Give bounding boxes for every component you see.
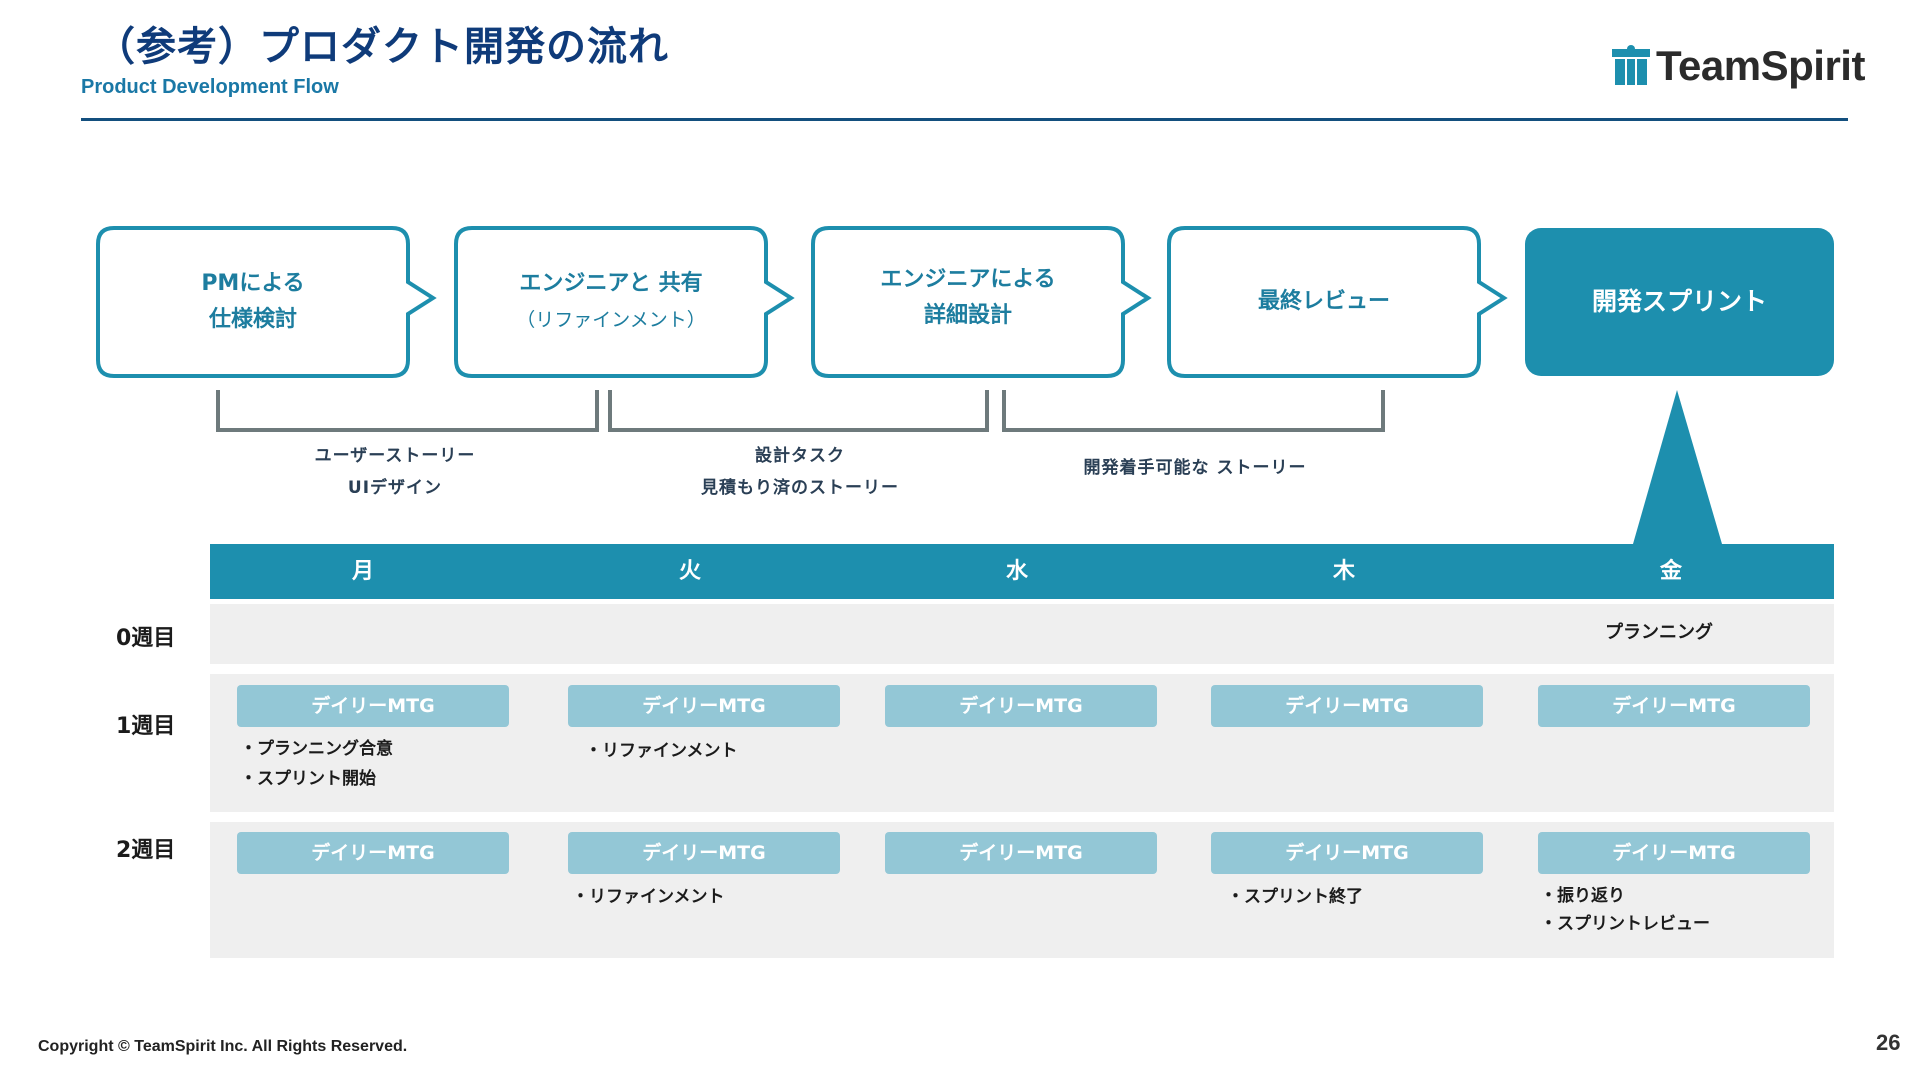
bracket-1 (216, 390, 599, 432)
daily-mtg-w2-tue: デイリーMTG (568, 832, 840, 874)
daily-mtg-w1-mon: デイリーMTG (237, 685, 509, 727)
flow-step-box-2 (454, 226, 795, 378)
day-tue: 火 (678, 559, 701, 584)
week-2-label: 2週目 (116, 838, 176, 863)
note-w1-tue: ・リファインメント (585, 741, 738, 761)
teamspirit-logo-icon (1612, 45, 1650, 85)
bracket-2 (608, 390, 989, 432)
bracket-1-label: ユーザーストーリー UIデザイン (314, 446, 476, 498)
daily-mtg-w1-tue: デイリーMTG (568, 685, 840, 727)
daily-mtg-w2-wed: デイリーMTG (885, 832, 1157, 874)
bracket-3 (1002, 390, 1385, 432)
flow-step-box-4 (1167, 226, 1508, 378)
week-0-row (210, 604, 1834, 664)
logo-text: TeamSpirit (1656, 42, 1865, 89)
flow-step-4-label: 最終レビュー (1257, 289, 1390, 314)
sprint-pointer (1633, 390, 1722, 544)
note-w2-fri: ・振り返り ・スプリントレビュー (1540, 886, 1710, 934)
day-header: 月 火 水 木 金 (210, 544, 1834, 599)
copyright-text: Copyright © TeamSpirit Inc. All Rights R… (38, 1038, 408, 1055)
flow-step-box-5 (1525, 228, 1834, 376)
flow-step-1-label: PMによる 仕様検討 (201, 271, 305, 332)
daily-mtg-w2-fri: デイリーMTG (1538, 832, 1810, 874)
daily-mtg-w2-mon: デイリーMTG (237, 832, 509, 874)
day-wed: 水 (1005, 559, 1028, 584)
week-0-label: 0週目 (116, 626, 176, 651)
flow-step-box-1 (96, 226, 437, 378)
day-thu: 木 (1332, 559, 1355, 584)
flow-step-3-label: エンジニアによる 詳細設計 (880, 267, 1056, 328)
daily-mtg-w1-fri: デイリーMTG (1538, 685, 1810, 727)
flow-step-2-label: エンジニアと 共有 （リファインメント） (516, 271, 706, 331)
note-w2-thu: ・スプリント終了 (1227, 887, 1363, 907)
page-subtitle: Product Development Flow (81, 76, 339, 98)
teamspirit-logo: TeamSpirit (1612, 40, 1865, 92)
note-w2-tue: ・リファインメント (572, 887, 725, 907)
daily-mtg-w1-wed: デイリーMTG (885, 685, 1157, 727)
day-fri: 金 (1659, 559, 1682, 584)
week-1-label: 1週目 (116, 714, 176, 739)
page-number: 26 (1876, 1030, 1901, 1055)
day-mon: 月 (351, 559, 374, 584)
bracket-3-label: 開発着手可能な ストーリー (1083, 458, 1307, 478)
daily-mtg-w2-thu: デイリーMTG (1211, 832, 1483, 874)
flow-diagram (96, 226, 1834, 544)
page-title: （参考）プロダクト開発の流れ (95, 24, 669, 70)
bracket-2-label: 設計タスク 見積もり済のストーリー (701, 446, 899, 498)
flow-step-box-3 (811, 226, 1152, 378)
planning-label: プランニング (1605, 622, 1713, 643)
daily-mtg-w1-thu: デイリーMTG (1211, 685, 1483, 727)
note-w1-mon: ・プランニング合意 ・スプリント開始 (240, 739, 393, 789)
flow-step-5-label: 開発スプリント (1591, 287, 1767, 316)
header-divider (81, 118, 1848, 121)
